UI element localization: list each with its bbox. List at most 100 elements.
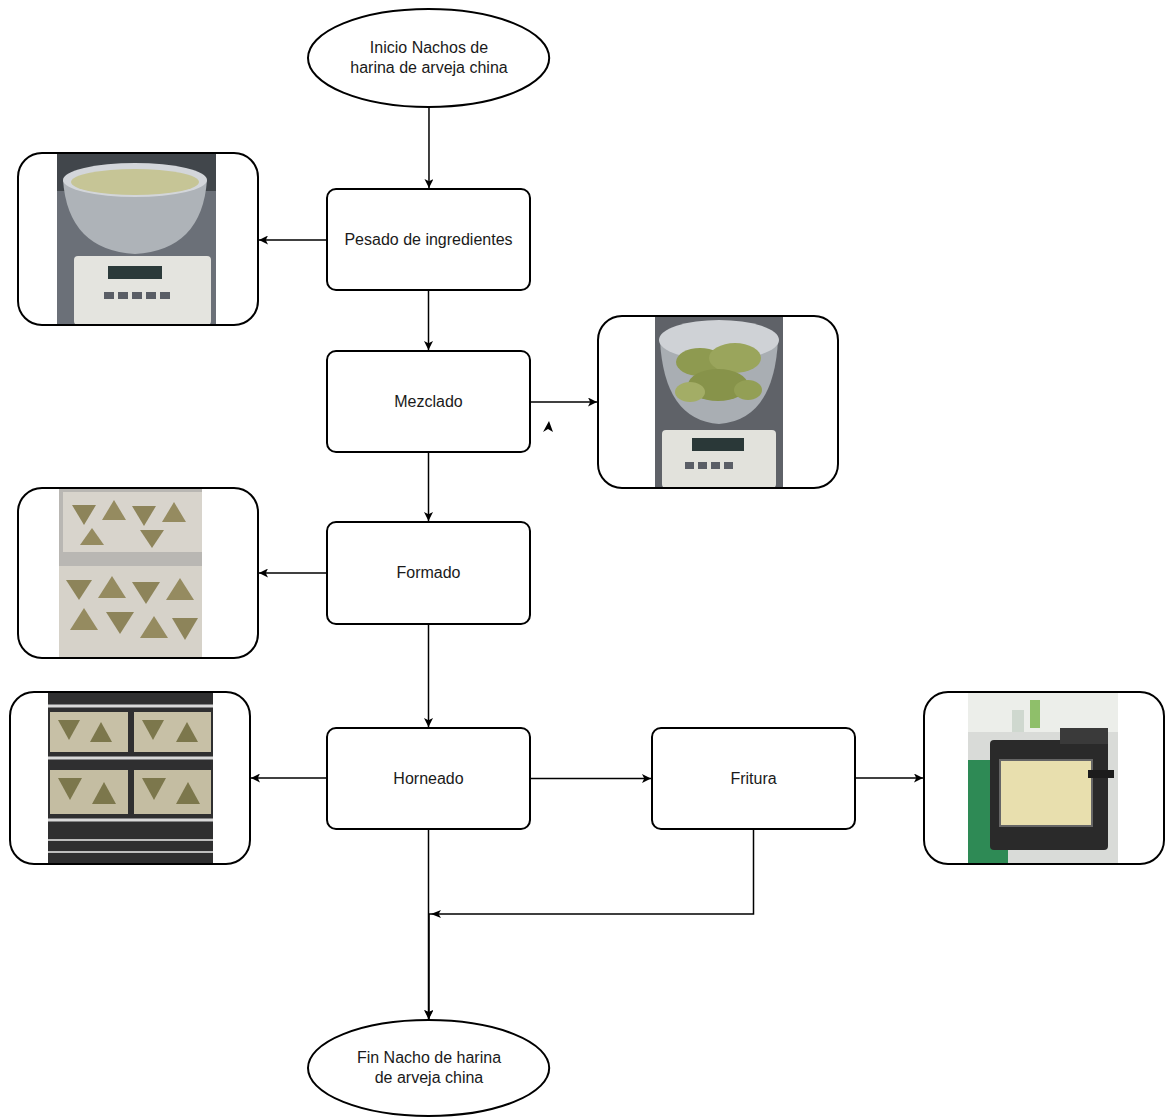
scale-button bbox=[146, 292, 156, 299]
nacho-triangle bbox=[58, 720, 80, 740]
photo-pointer bbox=[856, 777, 923, 779]
photo-background bbox=[655, 316, 783, 488]
nacho-triangle bbox=[72, 505, 96, 525]
nacho-triangle bbox=[176, 782, 200, 804]
connector-arrow bbox=[428, 108, 430, 188]
nacho-triangle bbox=[70, 608, 98, 630]
photo-oven bbox=[10, 692, 250, 864]
nacho-triangle bbox=[140, 530, 164, 548]
scale-button bbox=[685, 462, 694, 469]
node-label: Mezclado bbox=[394, 392, 462, 412]
node-label: Pesado de ingredientes bbox=[344, 230, 512, 250]
photo-frame bbox=[924, 692, 1164, 864]
nacho-triangle bbox=[66, 580, 92, 600]
ellipse-outline bbox=[307, 8, 550, 108]
scale-button bbox=[104, 292, 114, 299]
ellipse-outline bbox=[307, 1019, 550, 1117]
photo-background bbox=[48, 692, 213, 864]
fryer-body bbox=[990, 740, 1108, 850]
photo-background bbox=[57, 153, 216, 325]
connector-arrow bbox=[531, 778, 651, 780]
nacho-triangle bbox=[132, 582, 160, 604]
nacho-triangle bbox=[142, 720, 164, 740]
ellipse-shape bbox=[308, 1020, 549, 1116]
tray bbox=[134, 770, 211, 814]
scale-button bbox=[711, 462, 720, 469]
node-text-group: Fritura bbox=[730, 769, 776, 789]
ellipse-shape bbox=[308, 9, 549, 107]
bottle bbox=[1030, 700, 1040, 728]
nacho-triangle bbox=[140, 616, 168, 638]
node-text-group: Inicio Nachos de harina de arveja china bbox=[349, 38, 509, 78]
photo-background bbox=[59, 488, 202, 658]
nacho-triangle bbox=[90, 722, 112, 742]
node-label: Formado bbox=[396, 563, 460, 583]
tray bbox=[50, 712, 128, 752]
tray bbox=[50, 770, 128, 814]
oven-rack bbox=[48, 819, 213, 822]
node-label: Fin Nacho de harina de arveja china bbox=[349, 1048, 509, 1088]
fryer-oil bbox=[1000, 760, 1092, 826]
photo-background bbox=[968, 692, 1118, 864]
scale-button bbox=[724, 462, 733, 469]
process-box: Pesado de ingredientes bbox=[326, 188, 531, 291]
stray-arrowhead bbox=[543, 421, 553, 432]
dough-clump bbox=[709, 343, 761, 373]
photo-frame bbox=[10, 692, 250, 864]
photo-frame bbox=[18, 488, 258, 658]
fryer-control bbox=[1060, 728, 1108, 744]
tray bbox=[59, 566, 202, 658]
photo-forming bbox=[18, 488, 258, 658]
scale-body bbox=[662, 430, 776, 488]
photo-weighing bbox=[18, 153, 258, 325]
scale-button bbox=[160, 292, 170, 299]
photo-pointer bbox=[259, 239, 326, 241]
photo-fryer bbox=[924, 692, 1164, 864]
nacho-triangle bbox=[142, 778, 166, 800]
connector-arrow bbox=[428, 453, 430, 521]
node-label: Inicio Nachos de harina de arveja china bbox=[349, 38, 509, 78]
photo-pointer bbox=[531, 401, 597, 403]
node-text-group: Horneado bbox=[393, 769, 463, 789]
photo-mixing bbox=[598, 316, 838, 488]
bowl-rim bbox=[63, 163, 207, 197]
flour bbox=[71, 169, 199, 195]
oven-rack bbox=[48, 851, 213, 853]
tray bbox=[134, 712, 211, 752]
scale-display bbox=[108, 266, 162, 279]
connector-arrow bbox=[428, 625, 430, 727]
nacho-triangle bbox=[176, 722, 198, 742]
tray bbox=[63, 492, 202, 552]
process-box: Horneado bbox=[326, 727, 531, 830]
scale-display bbox=[692, 438, 744, 451]
nacho-triangle bbox=[98, 576, 126, 598]
bottle bbox=[1012, 710, 1024, 732]
dough-clump bbox=[675, 382, 705, 402]
oven-rack bbox=[48, 839, 213, 841]
connector-arrow bbox=[429, 830, 754, 1019]
process-box: Formado bbox=[326, 521, 531, 625]
nacho-triangle bbox=[102, 500, 126, 520]
photo-pointer bbox=[251, 777, 326, 779]
connector-arrow bbox=[428, 291, 430, 350]
nacho-triangle bbox=[106, 612, 134, 634]
nacho-triangle bbox=[58, 778, 82, 800]
node-text-group: Fin Nacho de harina de arveja china bbox=[349, 1048, 509, 1088]
nacho-triangle bbox=[80, 528, 104, 545]
oven-rack bbox=[48, 757, 213, 760]
dough-clump bbox=[734, 380, 762, 400]
scale-button bbox=[698, 462, 707, 469]
scale-button bbox=[132, 292, 142, 299]
oven-rack bbox=[48, 705, 213, 708]
node-label: Horneado bbox=[393, 769, 463, 789]
photo-frame bbox=[598, 316, 838, 488]
node-label: Fritura bbox=[730, 769, 776, 789]
photo-background bbox=[968, 692, 1118, 732]
photo-pointer bbox=[259, 572, 326, 574]
nacho-triangle bbox=[132, 506, 156, 526]
nacho-triangle bbox=[162, 502, 186, 522]
node-text-group: Pesado de ingredientes bbox=[344, 230, 512, 250]
nacho-triangle bbox=[172, 618, 198, 640]
